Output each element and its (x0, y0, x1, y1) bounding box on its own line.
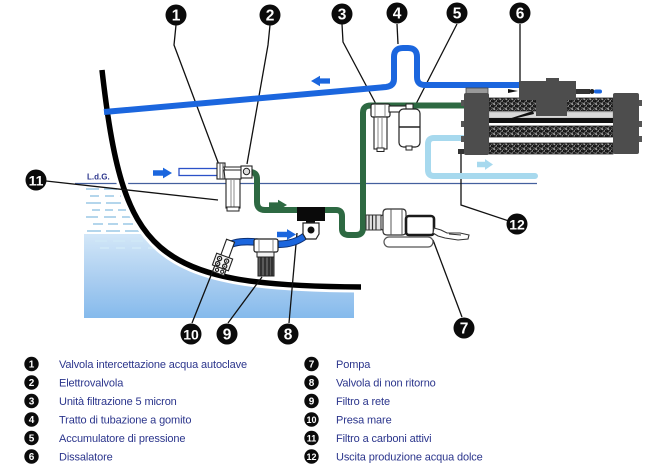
svg-text:3: 3 (338, 7, 347, 24)
svg-text:3: 3 (29, 397, 35, 408)
svg-text:5: 5 (453, 6, 462, 23)
svg-text:9: 9 (223, 327, 232, 344)
svg-text:Elettrovalvola: Elettrovalvola (59, 378, 124, 390)
svg-text:8: 8 (309, 378, 315, 389)
svg-text:6: 6 (516, 6, 525, 23)
svg-text:4: 4 (29, 415, 35, 426)
svg-text:11: 11 (307, 433, 317, 443)
svg-text:L.d.G.: L.d.G. (87, 173, 110, 182)
svg-text:10: 10 (306, 415, 316, 425)
svg-text:9: 9 (309, 396, 315, 407)
svg-text:Dissalatore: Dissalatore (59, 452, 113, 464)
svg-text:7: 7 (460, 321, 469, 338)
svg-text:2: 2 (266, 8, 275, 25)
svg-text:Presa mare: Presa mare (336, 415, 392, 427)
svg-text:12: 12 (509, 216, 525, 232)
svg-text:11: 11 (29, 172, 44, 188)
svg-text:7: 7 (309, 359, 315, 370)
svg-text:1: 1 (29, 360, 35, 371)
svg-text:12: 12 (306, 452, 316, 462)
svg-text:Valvola di non ritorno: Valvola di non ritorno (336, 378, 436, 390)
svg-text:6: 6 (29, 452, 35, 463)
svg-text:4: 4 (393, 6, 402, 23)
svg-text:Accumulatore di pressione: Accumulatore di pressione (59, 433, 185, 445)
svg-text:Filtro a rete: Filtro a rete (336, 396, 390, 408)
svg-text:2: 2 (29, 378, 35, 389)
svg-text:10: 10 (183, 326, 199, 342)
svg-text:Pompa: Pompa (336, 359, 371, 371)
svg-text:Filtro a carboni attivi: Filtro a carboni attivi (336, 433, 431, 445)
svg-text:Tratto di tubazione a gomito: Tratto di tubazione a gomito (59, 415, 191, 427)
svg-text:Unità filtrazione 5 micron: Unità filtrazione 5 micron (59, 396, 177, 408)
svg-text:Uscita produzione acqua dolce: Uscita produzione acqua dolce (336, 452, 483, 464)
svg-text:8: 8 (284, 327, 293, 344)
svg-text:1: 1 (172, 8, 181, 25)
svg-text:5: 5 (29, 434, 35, 445)
svg-text:Valvola intercettazione acqua: Valvola intercettazione acqua autoclave (59, 359, 247, 371)
